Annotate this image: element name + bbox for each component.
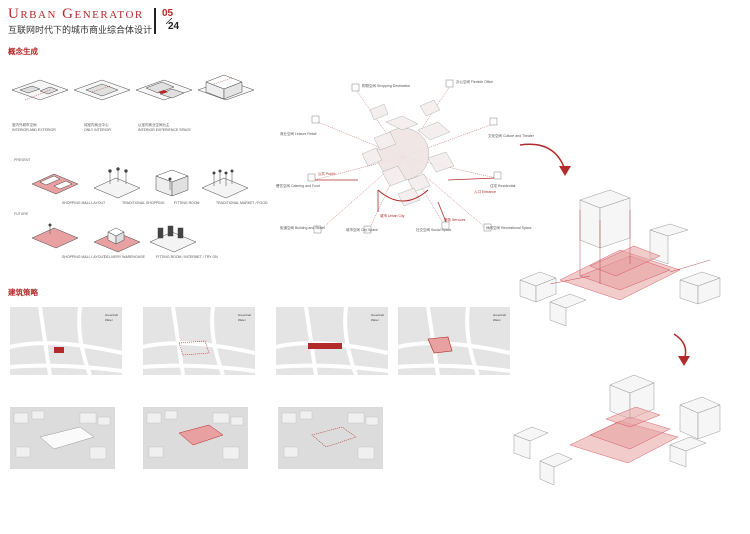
present-label: PRESENT xyxy=(14,158,31,162)
network-label-city-space: 城市空间 City Space xyxy=(346,228,378,232)
present-diagrams xyxy=(31,167,249,199)
present-shopping-figures xyxy=(93,167,141,199)
future-diagrams xyxy=(31,223,197,253)
concept-caption-2-en: ONLY INTERIOR xyxy=(84,128,111,132)
concept-caption-3-cn: 以室内商业空间为主 xyxy=(138,123,170,127)
concept-axon-1 xyxy=(11,79,69,101)
network-label-social: 社交空间 Social Space xyxy=(416,228,452,232)
network-label-services: 服务 Services xyxy=(444,218,466,222)
map-legend-water: Water xyxy=(104,318,113,322)
concept-caption-1-en: INTERIOR AND EXTERIOR xyxy=(12,128,56,132)
network-label-catering: 餐饮空间 Catering and Food xyxy=(276,184,320,188)
section-strategy-title: 建筑策略 xyxy=(8,288,38,297)
title-divider xyxy=(154,8,156,34)
future-caption-2: DELIVERY WAREHOUSE xyxy=(104,255,145,259)
network-label-recreational: 休闲空间 Recreational Space xyxy=(486,226,532,230)
network-label-culture: 文化空间 Culture and Theater xyxy=(488,134,535,138)
massing-model-1 xyxy=(519,189,721,327)
present-mall-plan xyxy=(31,173,79,195)
concept-caption-2-cn: 纯室内商业中心 xyxy=(84,123,109,127)
page-slash xyxy=(165,17,173,25)
future-caption-1: SHOPPING MALL LAYOUT xyxy=(62,255,106,259)
page-subtitle: 互联网时代下的城市商业综合体设计 xyxy=(8,25,153,35)
network-label-residential: 住宅 Residential xyxy=(490,184,516,188)
page-title: Urban Generator xyxy=(8,6,144,22)
aerial-view-2 xyxy=(143,407,248,469)
present-caption-4: TRADITIONAL MARKET / FOOD xyxy=(216,201,268,205)
section-concept-title: 概念生成 xyxy=(8,47,38,56)
concept-caption-3-en: INTERIOR EXPERIENCE SPACE xyxy=(138,128,191,132)
page-total: 24 xyxy=(168,21,180,32)
present-caption-2: TRADITIONAL SHOPPING xyxy=(122,201,165,205)
present-fitting-room xyxy=(155,169,189,197)
present-caption-3: FITTING ROOM xyxy=(174,201,200,205)
concept-caption-1-cn: 室内外城市空间 xyxy=(12,123,37,127)
concept-axon-3 xyxy=(135,79,193,101)
future-caption-3: FITTING ROOM / INTERNET / TRY ON xyxy=(156,255,218,259)
present-caption-1: SHOPPING MALL LAYOUT xyxy=(62,201,106,205)
map-legend-greenbelt: Greenbelt xyxy=(104,313,118,317)
future-warehouse xyxy=(93,227,141,253)
map-legend-greenbelt: Greenbelt xyxy=(237,313,251,317)
aerial-view-1 xyxy=(10,407,115,469)
network-label-entrance: 入口 Entrance xyxy=(474,190,496,194)
map-legend-water: Water xyxy=(492,318,501,322)
network-label-urban: 城市 Urban City xyxy=(380,214,405,218)
program-network-diagram xyxy=(307,79,502,234)
map-legend-greenbelt: Greenbelt xyxy=(370,313,384,317)
map-legend-greenbelt: Greenbelt xyxy=(492,313,506,317)
concept-axon-2 xyxy=(73,79,131,101)
network-label-building-street: 街道空间 Building and Street xyxy=(280,226,325,230)
network-label-public: 公共 Public xyxy=(318,172,336,176)
aerial-view-3 xyxy=(278,407,383,469)
network-label-leisure: 商业空间 Leisure Retail xyxy=(280,132,317,136)
network-label-office: 办公空间 Flexible Office xyxy=(456,80,494,84)
network-label-shopping: 购物空间 Shopping Destination xyxy=(362,84,411,88)
map-legend-water: Water xyxy=(370,318,379,322)
page-number: 05 xyxy=(162,8,174,19)
future-label: FUTURE xyxy=(14,212,29,216)
future-mall-plan xyxy=(31,223,79,249)
map-legend-water: Water xyxy=(237,318,246,322)
massing-model-2 xyxy=(513,374,721,486)
concept-axon-4 xyxy=(197,74,255,101)
future-fitting-internet xyxy=(149,225,197,253)
concept-axon-row xyxy=(11,74,255,101)
present-market xyxy=(201,169,249,199)
curved-arrow-1 xyxy=(519,143,571,176)
curved-arrow-2 xyxy=(673,333,690,366)
